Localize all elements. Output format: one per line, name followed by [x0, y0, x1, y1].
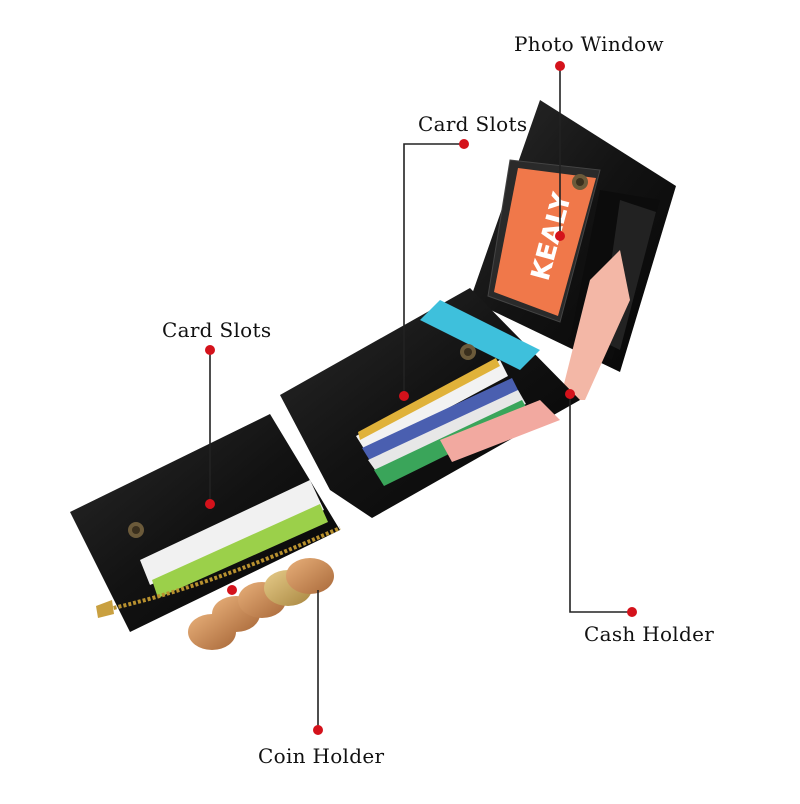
coin-holder-marker [227, 585, 237, 595]
leader-lines [209, 66, 632, 730]
photo-window-label: Photo Window [514, 32, 664, 56]
card-slots-inner-leader [403, 143, 464, 396]
cash-notes [560, 250, 630, 400]
markers [205, 61, 637, 735]
card-slots-inner-label: Card Slots [418, 112, 528, 136]
coin-holder-marker-end [313, 725, 323, 735]
photo-window-marker-top [555, 61, 565, 71]
card-slots-inner-marker-end [459, 139, 469, 149]
photo-window: KEALY [487, 159, 601, 323]
card-slots-left-marker-top [205, 345, 215, 355]
coins [188, 558, 334, 650]
cash-holder-leader [569, 394, 632, 613]
card-slots-left-marker [205, 499, 215, 509]
card-slots-left-label: Card Slots [162, 318, 272, 342]
photo-window-marker [555, 231, 565, 241]
cash-holder-marker-end [627, 607, 637, 617]
cash-holder-label: Cash Holder [584, 622, 715, 646]
middle-panel [280, 288, 580, 518]
left-panel [70, 414, 341, 632]
cash-holder-marker [565, 389, 575, 399]
coin-holder-label: Coin Holder [258, 744, 385, 768]
card-slots-inner-marker [399, 391, 409, 401]
